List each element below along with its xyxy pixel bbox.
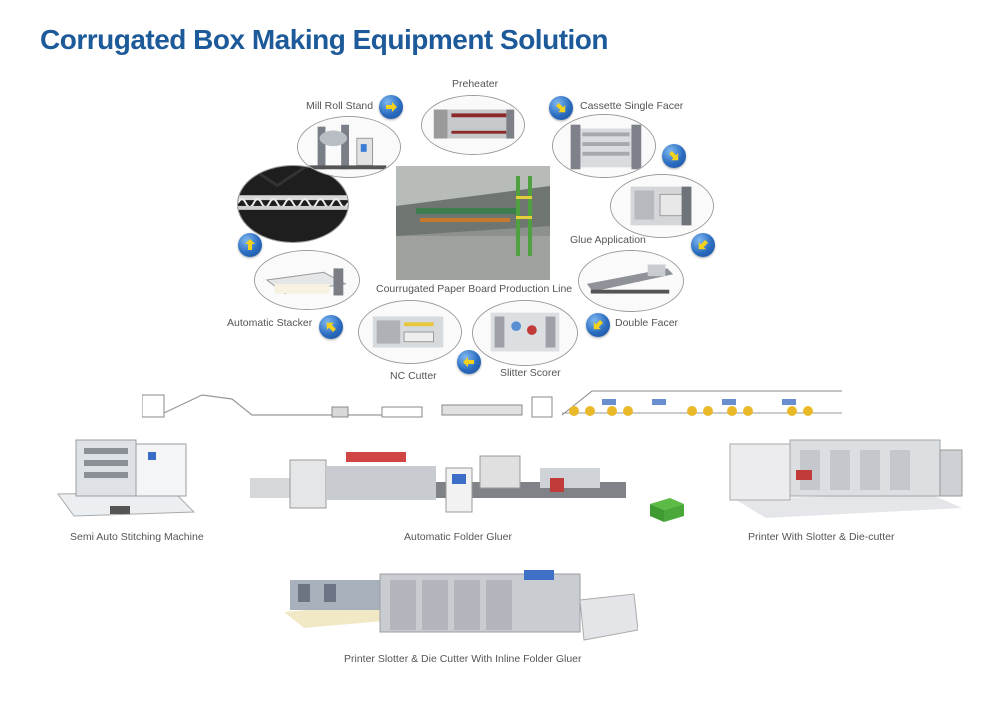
production-line-label: Courrugated Paper Board Production Line [376,283,573,295]
production-line-schematic-image [142,385,842,421]
arrow-right-icon [379,95,403,119]
station-label-slitter-scorer: Slitter Scorer [500,367,561,379]
arrow-down-right-icon [662,144,686,168]
stacker-image [254,250,360,310]
station-label-mill-roll-stand: Mill Roll Stand [306,100,374,112]
machine-label-printer-slotter: Printer With Slotter & Die-cutter [748,531,895,543]
nc-cutter-image [358,300,462,364]
machine-label-inline-folder-gluer: Printer Slotter & Die Cutter With Inline… [344,653,582,665]
station-label-preheater: Preheater [452,78,499,90]
arrow-down-right-icon [549,96,573,120]
slitter-scorer-image [472,300,578,366]
machine-label-stitching: Semi Auto Stitching Machine [70,531,204,543]
production-line-photo [396,166,550,280]
station-label-stacker: Automatic Stacker [227,317,313,329]
station-label-single-facer: Cassette Single Facer [580,100,684,112]
glue-machine-image [610,174,714,238]
page-title: Corrugated Box Making Equipment Solution [40,24,609,55]
inline-folder-gluer-image [284,560,638,646]
arrow-down-left-icon [691,233,715,257]
station-label-double-facer: Double Facer [615,317,679,329]
station-label-glue-application: Glue Application [570,234,646,246]
arrow-up-icon [238,233,262,257]
folder-gluer-image [250,438,635,522]
station-label-nc-cutter: NC Cutter [390,370,437,382]
arrow-left-icon [457,350,481,374]
box-product-image [648,496,686,524]
single-facer-image [552,114,656,178]
preheater-image [421,95,525,155]
corrugated-board-sample-image [237,165,349,243]
machine-label-folder-gluer: Automatic Folder Gluer [404,531,512,543]
printer-slotter-image [726,430,968,522]
arrow-down-left-icon [586,313,610,337]
double-facer-image [578,250,684,312]
mill-roll-stand-image [297,116,401,178]
stitching-machine-image [54,432,204,522]
arrow-up-left-icon [319,315,343,339]
